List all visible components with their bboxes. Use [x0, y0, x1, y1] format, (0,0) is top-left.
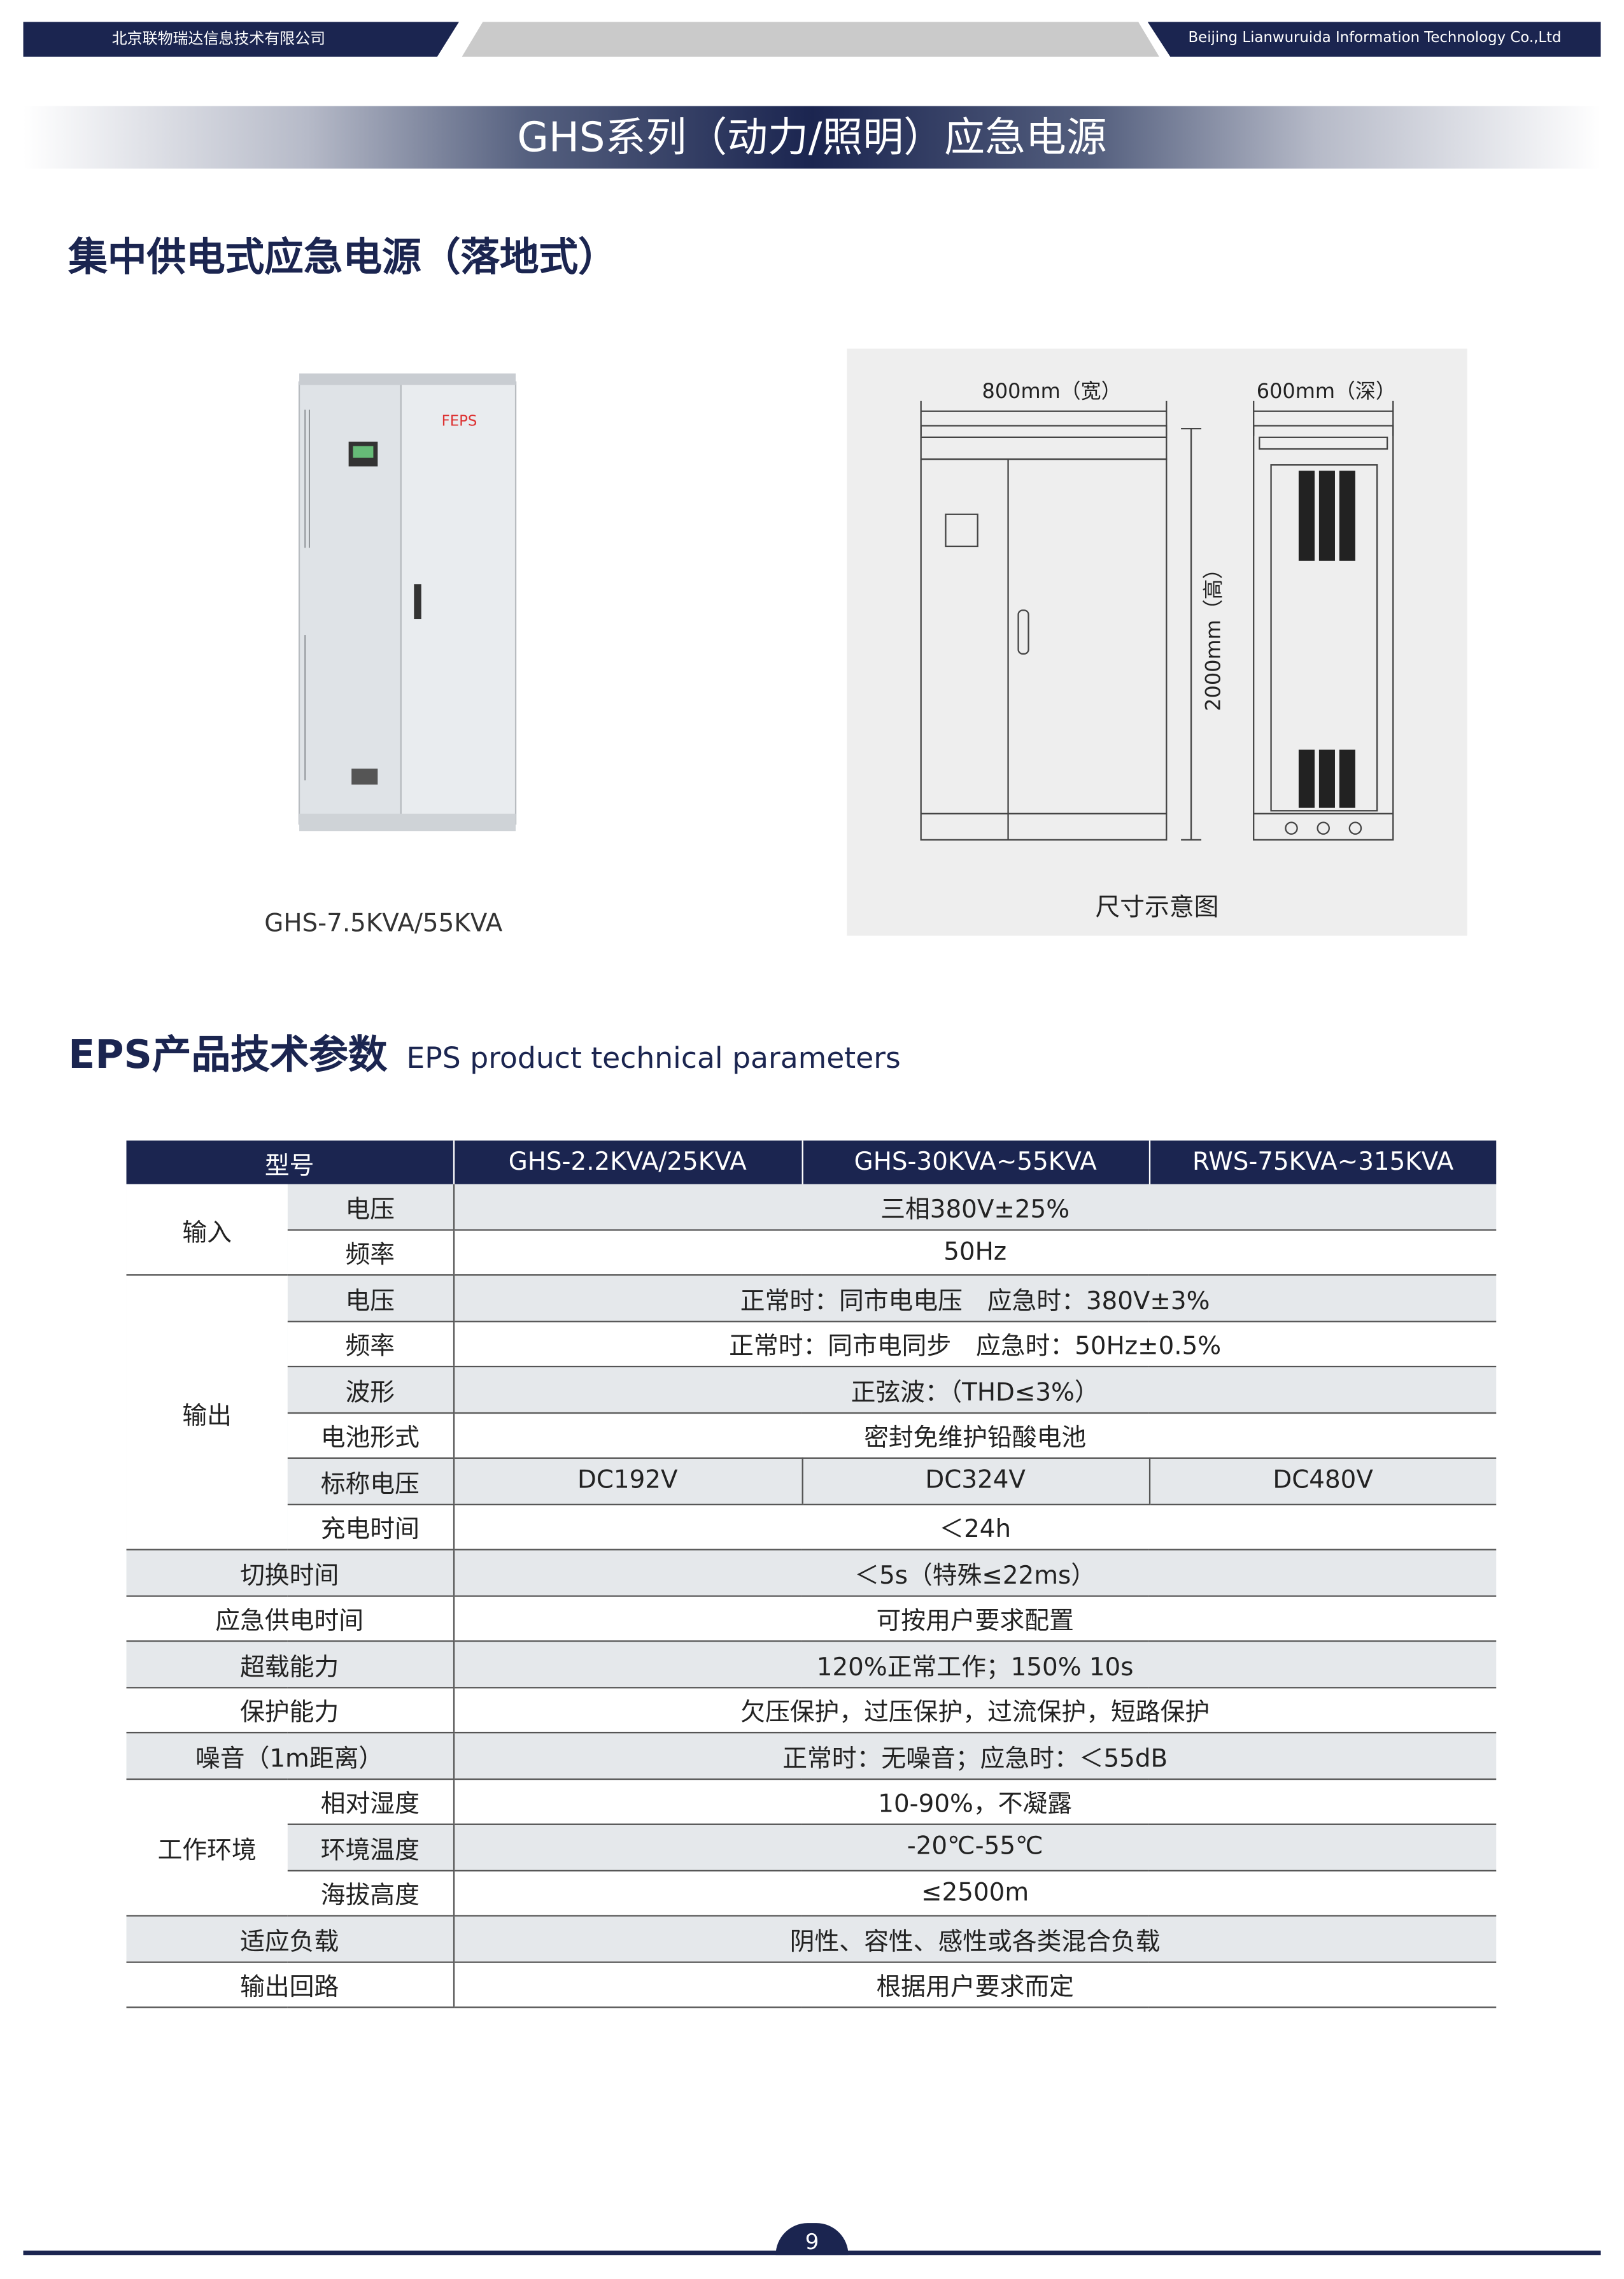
header-bar-right — [1147, 22, 1601, 57]
value-cell: DC192V — [452, 1458, 802, 1505]
table-row: 工作环境 相对湿度 10-90%，不凝露 — [126, 1778, 1497, 1917]
value-cell: ≤2500m — [452, 1870, 1497, 1917]
value-cell: 三相380V±25% — [452, 1184, 1497, 1230]
table-row: 频率 正常时：同市电同步 应急时：50Hz±0.5% — [126, 1321, 1497, 1368]
params-title-en: EPS product technical parameters — [406, 1040, 901, 1076]
label-cell: 噪音（1m距离） — [126, 1733, 453, 1780]
value-cell: 正常时：同市电同步 应急时：50Hz±0.5% — [452, 1321, 1497, 1368]
group-cell-output: 输出 — [126, 1275, 288, 1551]
table-row: 海拔高度 ≤2500m — [126, 1870, 1497, 1917]
sub-cell: 环境温度 — [287, 1824, 453, 1871]
company-name-cn: 北京联物瑞达信息技术有限公司 — [111, 30, 326, 48]
value-cell: DC324V — [801, 1458, 1149, 1505]
table-row: 电池形式 密封免维护铅酸电池 — [126, 1412, 1497, 1459]
table-row: 输出 电压 正常时：同市电电压 应急时：380V±3% — [126, 1275, 1497, 1551]
value-cell: 120%正常工作；150% 10s — [452, 1641, 1497, 1688]
sub-cell: 波形 — [287, 1367, 453, 1414]
value-cell: 欠压保护，过压保护，过流保护，短路保护 — [452, 1687, 1497, 1734]
section-title-params: EPS产品技术参数 EPS product technical paramete… — [68, 1023, 901, 1079]
value-cell: 正常时：同市电电压 应急时：380V±3% — [452, 1275, 1497, 1322]
company-name-en: Beijing Lianwuruida Information Technolo… — [1188, 30, 1562, 47]
value-cell: 10-90%，不凝露 — [452, 1778, 1497, 1825]
sub-cell: 海拔高度 — [287, 1870, 453, 1917]
value-cell: 可按用户要求配置 — [452, 1595, 1497, 1642]
value-cell: 正弦波：（THD≤3%） — [452, 1367, 1497, 1414]
value-cell: DC480V — [1148, 1458, 1497, 1505]
header-bar-left — [23, 22, 460, 57]
spec-table: 型号 GHS-2.2KVA/25KVA GHS-30KVA~55KVA RWS-… — [126, 1140, 1497, 2008]
table-row: 输出回路 根据用户要求而定 — [126, 1961, 1497, 2008]
label-cell: 输出回路 — [126, 1961, 453, 2008]
dimension-diagram: 800mm（宽） 600mm（深） 2000mm（高） 尺寸示意图 — [847, 348, 1467, 936]
table-row: 噪音（1m距离） 正常时：无噪音；应急时：＜55dB — [126, 1733, 1497, 1780]
label-cell: 切换时间 — [126, 1549, 453, 1596]
table-row: 适应负载 阴性、容性、感性或各类混合负载 — [126, 1915, 1497, 1963]
title-banner — [23, 106, 1601, 169]
value-cell: 阴性、容性、感性或各类混合负载 — [452, 1915, 1497, 1963]
label-cell: 应急供电时间 — [126, 1595, 453, 1642]
sub-cell: 电压 — [287, 1184, 453, 1230]
product-caption: GHS-7.5KVA/55KVA — [264, 909, 503, 939]
table-row: 环境温度 -20℃-55℃ — [126, 1824, 1497, 1871]
table-row: 保护能力 欠压保护，过压保护，过流保护，短路保护 — [126, 1687, 1497, 1734]
sub-cell: 相对湿度 — [287, 1778, 453, 1825]
value-cell: ＜24h — [452, 1503, 1497, 1551]
section-title-product: 集中供电式应急电源（落地式） — [68, 235, 618, 281]
sub-cell: 充电时间 — [287, 1503, 453, 1551]
table-header-row: 型号 GHS-2.2KVA/25KVA GHS-30KVA~55KVA RWS-… — [126, 1140, 1497, 1184]
value-cell: 50Hz — [452, 1229, 1497, 1276]
sub-cell: 电池形式 — [287, 1412, 453, 1459]
table-row: 频率 50Hz — [126, 1229, 1497, 1276]
table-row: 超载能力 120%正常工作；150% 10s — [126, 1641, 1497, 1688]
table-row: 波形 正弦波：（THD≤3%） — [126, 1367, 1497, 1414]
depth-label: 600mm（深） — [1256, 380, 1396, 404]
cabinet-product-image: FEPS — [296, 373, 518, 832]
label-cell: 超载能力 — [126, 1641, 453, 1688]
sub-cell: 电压 — [287, 1275, 453, 1322]
value-cell: -20℃-55℃ — [452, 1824, 1497, 1871]
value-cell: 根据用户要求而定 — [452, 1961, 1497, 2008]
sub-cell: 频率 — [287, 1321, 453, 1368]
value-cell: 正常时：无噪音；应急时：＜55dB — [452, 1733, 1497, 1780]
group-cell-env: 工作环境 — [126, 1778, 288, 1917]
value-cell: 密封免维护铅酸电池 — [452, 1412, 1497, 1459]
width-label: 800mm（宽） — [982, 380, 1122, 404]
header-bar-center — [462, 22, 1159, 57]
header-cell: RWS-75KVA~315KVA — [1148, 1140, 1497, 1184]
table-row: 标称电压 DC192V DC324V DC480V — [126, 1458, 1497, 1505]
table-row: 切换时间 ＜5s（特殊≤22ms） — [126, 1549, 1497, 1596]
page-title: GHS系列（动力/照明）应急电源 — [517, 113, 1107, 162]
label-cell: 适应负载 — [126, 1915, 453, 1963]
diagram-caption: 尺寸示意图 — [1095, 893, 1219, 923]
group-cell-input: 输入 — [126, 1184, 288, 1276]
sub-cell: 标称电压 — [287, 1458, 453, 1505]
header-cell: GHS-2.2KVA/25KVA — [452, 1140, 802, 1184]
label-cell: 保护能力 — [126, 1687, 453, 1734]
table-row: 输入 电压 三相380V±25% — [126, 1184, 1497, 1276]
dimension-drawing — [920, 401, 1394, 841]
header-cell: GHS-30KVA~55KVA — [801, 1140, 1149, 1184]
page-number: 9 — [775, 2223, 849, 2255]
sub-cell: 频率 — [287, 1229, 453, 1276]
table-row: 应急供电时间 可按用户要求配置 — [126, 1595, 1497, 1642]
cabinet-brand-label: FEPS — [442, 413, 477, 430]
value-cell: ＜5s（特殊≤22ms） — [452, 1549, 1497, 1596]
params-title-cn: EPS产品技术参数 — [68, 1033, 388, 1079]
table-row: 充电时间 ＜24h — [126, 1503, 1497, 1551]
height-label: 2000mm（高） — [1203, 558, 1226, 711]
header-cell: 型号 — [126, 1140, 453, 1184]
